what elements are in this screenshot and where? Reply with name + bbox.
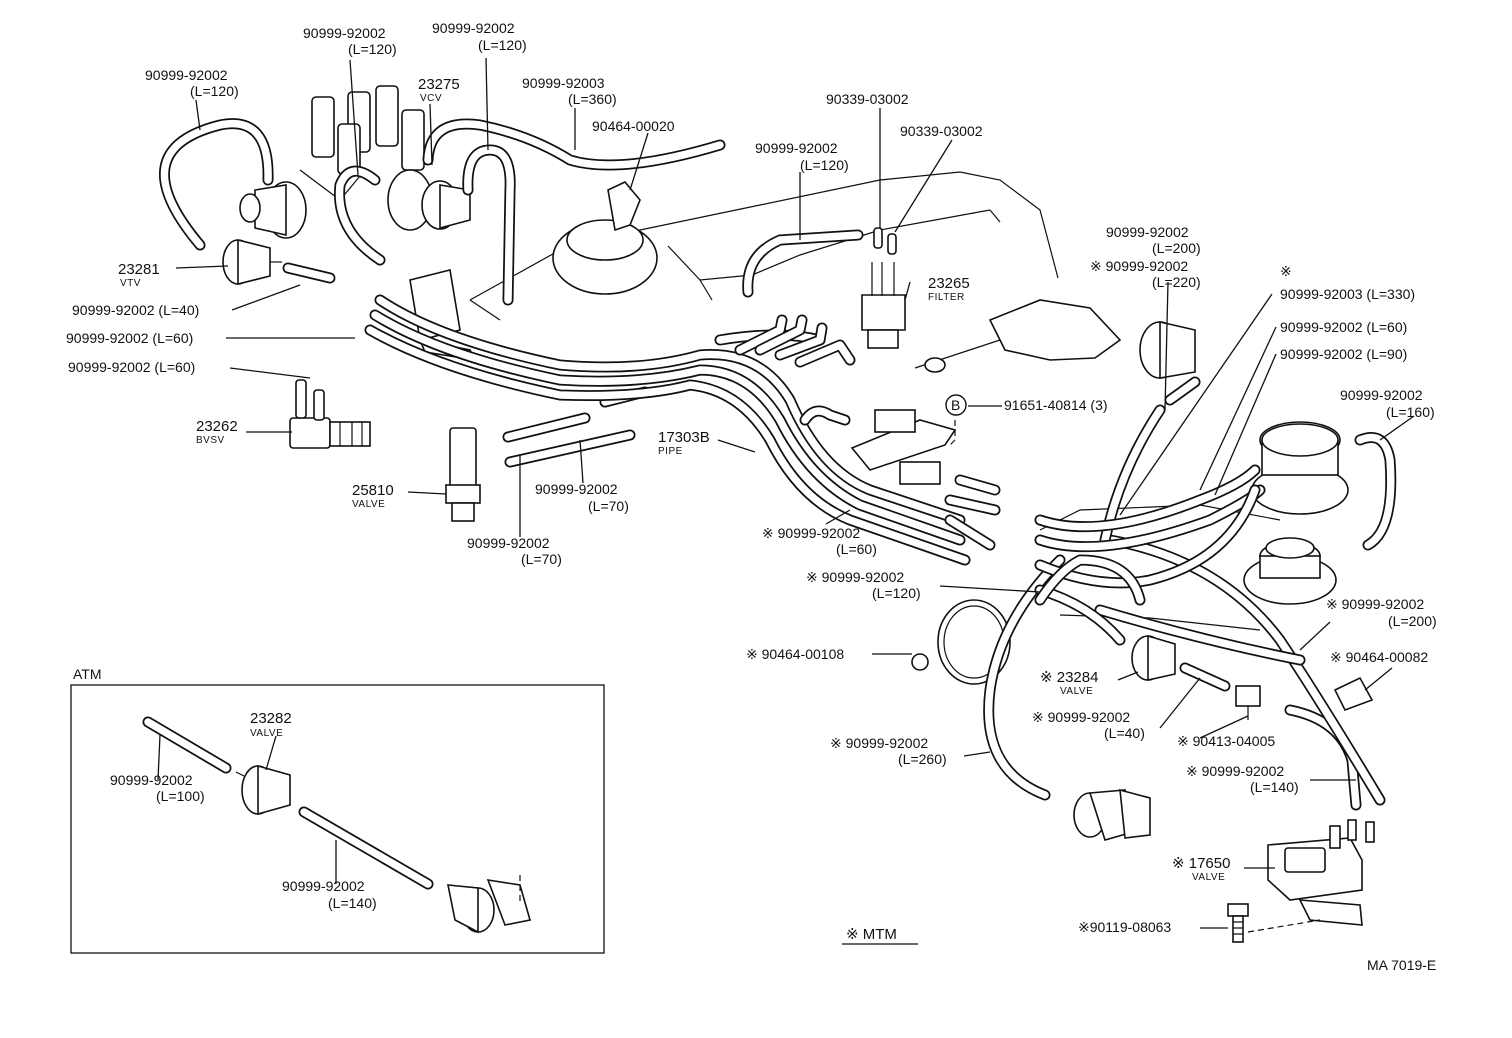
label-bolt-03002-a: 90339-03002	[826, 91, 909, 107]
label-bvsv-part: 23262	[196, 418, 238, 435]
label-hose-70-b-note: (L=70)	[521, 551, 562, 567]
vacuum-sensor-mtm	[1073, 788, 1151, 841]
label-hose-40-mtm-part: ※ 90999-92002	[1032, 709, 1130, 725]
label-hose-60-mtm-part: ※ 90999-92002	[762, 525, 860, 541]
label-hose-70-a-note: (L=70)	[588, 498, 629, 514]
label-vtv-name: VTV	[120, 278, 141, 289]
label-valve-25810-part: 25810	[352, 482, 394, 499]
label-atm-hose-100-part: 90999-92002	[110, 772, 193, 788]
label-screw-b-marker: B	[951, 397, 960, 413]
label-vcv-part: 23275	[418, 76, 460, 93]
label-hose-220-note: (L=220)	[1152, 274, 1201, 290]
label-hose-330: 90999-92003 (L=330)	[1280, 286, 1415, 302]
label-hose-120-d-note: (L=120)	[800, 157, 849, 173]
label-valve-17650-name: VALVE	[1192, 872, 1225, 883]
label-pipe-part: 17303B	[658, 429, 710, 446]
label-valve-23284-part: ※ 23284	[1040, 669, 1098, 686]
label-hose-120-a-part: 90999-92002	[145, 67, 228, 83]
bolt-08063	[1227, 903, 1321, 943]
label-joint-04005: ※ 90413-04005	[1177, 733, 1275, 749]
atm-parts	[142, 716, 532, 934]
label-hose-160-part: 90999-92002	[1340, 387, 1423, 403]
label-atm-hose-140-part: 90999-92002	[282, 878, 365, 894]
label-hose-200-a-part: 90999-92002	[1106, 224, 1189, 240]
valve-17650	[1267, 819, 1375, 926]
mtm-legend: ※ MTM	[846, 926, 897, 943]
vtv-actuator	[239, 181, 307, 239]
label-hose-260-part: ※ 90999-92002	[830, 735, 928, 751]
label-hose-120-a-note: (L=120)	[190, 83, 239, 99]
label-vcv-name: VCV	[420, 93, 442, 104]
label-bolt-08063: ※90119-08063	[1078, 919, 1171, 935]
label-vtv-part: 23281	[118, 261, 160, 278]
pipe-bundle	[364, 294, 1266, 646]
diaphragm-actuator-lower	[1243, 537, 1337, 605]
label-valve-23284-name: VALVE	[1060, 686, 1093, 697]
label-valve-25810-name: VALVE	[352, 499, 385, 510]
label-hose-120-d-part: 90999-92002	[755, 140, 838, 156]
diagram-code: MA 7019-E	[1367, 957, 1436, 973]
label-hose-200-b-note: (L=200)	[1388, 613, 1437, 629]
atm-inset-frame	[70, 684, 605, 954]
hose-clip	[1333, 676, 1374, 711]
leader-lines	[157, 57, 1415, 929]
label-hose-120-c-note: (L=120)	[478, 37, 527, 53]
label-hose-160-note: (L=160)	[1386, 404, 1435, 420]
atm-title: ATM	[73, 666, 102, 682]
label-hose-200-b-part: ※ 90999-92002	[1326, 596, 1424, 612]
label-hose-120-mtm-note: (L=120)	[872, 585, 921, 601]
label-hose-220-part: ※ 90999-92002	[1090, 258, 1188, 274]
label-atm-hose-140-note: (L=140)	[328, 895, 377, 911]
label-hose-260-note: (L=260)	[898, 751, 947, 767]
label-hose-90: 90999-92002 (L=90)	[1280, 346, 1407, 362]
label-hose-60-mtm-note: (L=60)	[836, 541, 877, 557]
center-bracket	[850, 409, 957, 485]
label-hose-60-b: 90999-92002 (L=60)	[68, 359, 195, 375]
label-hose-360-note: (L=360)	[568, 91, 617, 107]
label-clamp-108: ※ 90464-00108	[746, 646, 844, 662]
filter-component	[861, 227, 906, 349]
label-screw-b: 91651-40814 (3)	[1004, 397, 1108, 413]
canister	[552, 181, 658, 295]
hoses	[158, 118, 1397, 811]
tee-joint	[1235, 685, 1261, 720]
label-clamp-20: 90464-00020	[592, 118, 675, 134]
label-hose-60-c: 90999-92002 (L=60)	[1280, 319, 1407, 335]
label-hose-40: 90999-92002 (L=40)	[72, 302, 199, 318]
label-hose-140-mtm-part: ※ 90999-92002	[1186, 763, 1284, 779]
label-filter-name: FILTER	[928, 292, 965, 303]
label-bolt-03002-b: 90339-03002	[900, 123, 983, 139]
label-hose-70-a-part: 90999-92002	[535, 481, 618, 497]
label-hose-120-c-part: 90999-92002	[432, 20, 515, 36]
label-hose-140-mtm-note: (L=140)	[1250, 779, 1299, 795]
label-hose-120-b-note: (L=120)	[348, 41, 397, 57]
vcv-valve	[387, 169, 471, 231]
vtv-valve	[222, 238, 282, 286]
label-hose-60-a: 90999-92002 (L=60)	[66, 330, 193, 346]
label-hose-120-b-part: 90999-92002	[303, 25, 386, 41]
label-bvsv-name: BVSV	[196, 435, 225, 446]
valve-25810	[445, 427, 481, 522]
label-hose-330-mark: ※	[1280, 263, 1292, 279]
part-labels: 90999-92002 (L=120) 90999-92002 (L=120) …	[66, 20, 1437, 973]
label-valve-17650-part: ※ 17650	[1172, 855, 1230, 872]
label-filter-part: 23265	[928, 275, 970, 292]
label-hose-40-mtm-note: (L=40)	[1104, 725, 1145, 741]
air-cleaner-box	[914, 299, 1196, 379]
marker-b-circle	[945, 394, 967, 416]
label-pipe-name: PIPE	[658, 446, 683, 457]
label-atm-valve-part: 23282	[250, 710, 292, 727]
diaphragm-actuator-upper	[1251, 421, 1349, 515]
label-hose-70-b-part: 90999-92002	[467, 535, 550, 551]
label-hose-120-mtm-part: ※ 90999-92002	[806, 569, 904, 585]
label-clamp-82: ※ 90464-00082	[1330, 649, 1428, 665]
label-atm-valve-name: VALVE	[250, 728, 283, 739]
distributor-caps	[299, 85, 425, 201]
bvsv-valve	[289, 379, 371, 449]
label-atm-hose-100-note: (L=100)	[156, 788, 205, 804]
valve-23284	[1131, 634, 1176, 681]
label-hose-200-a-note: (L=200)	[1152, 240, 1201, 256]
label-hose-360-part: 90999-92003	[522, 75, 605, 91]
